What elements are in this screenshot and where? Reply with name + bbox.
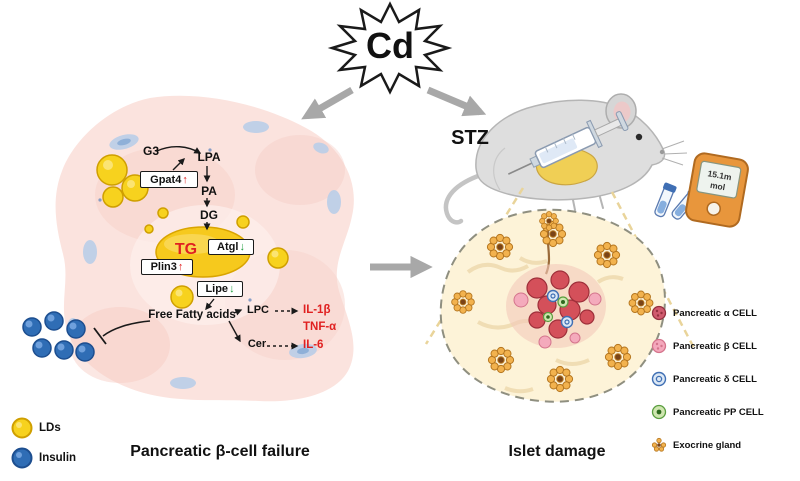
- legend-label: Pancreatic δ CELL: [673, 373, 757, 385]
- legend-item-alpha-cell: Pancreatic α CELL: [650, 304, 757, 322]
- legend-item-delta-cell: Pancreatic δ CELL: [650, 370, 757, 388]
- gray-arrows: [301, 86, 487, 279]
- lipe-box: Lipe↓: [197, 281, 243, 297]
- up-arrow-icon: ↑: [177, 261, 184, 273]
- g3-label: G3: [142, 144, 159, 158]
- up-arrow-icon: ↑: [182, 173, 188, 186]
- mouse-eye: [635, 133, 643, 141]
- cd-starburst: [327, 1, 453, 95]
- legend-label: Pancreatic α CELL: [673, 307, 757, 319]
- legend-label: Pancreatic PP CELL: [673, 406, 764, 418]
- lpc-label: LPC: [247, 304, 269, 316]
- delta-cell-icon: [651, 371, 667, 387]
- glucometer-reading-line1: 15.1m: [707, 168, 733, 182]
- dg-label: DG: [200, 208, 218, 222]
- lipid-droplet-icon: [11, 417, 33, 439]
- exocrine-gland-icon: [651, 437, 667, 452]
- stz-label: STZ: [451, 127, 489, 149]
- caption-beta-cell-failure: Pancreatic β-cell failure: [130, 443, 310, 460]
- islet-core-cells: [506, 264, 606, 349]
- gpat4-label: Gpat4: [150, 173, 182, 186]
- mouse-illustration: [443, 93, 688, 225]
- caption-islet-damage: Islet damage: [508, 443, 606, 460]
- insulin-granules: [22, 311, 95, 362]
- stz-syringe: [508, 111, 629, 175]
- legend-item-lds: LDs: [10, 416, 61, 440]
- insulin-icon: [11, 447, 33, 469]
- cd-label: Cd: [366, 25, 414, 66]
- mouse-tail: [443, 173, 481, 225]
- atgl-label: Atgl: [217, 241, 239, 253]
- gpat4-box: Gpat4↑: [140, 171, 198, 188]
- free-fatty-acids-label: Free Fatty acids: [148, 309, 236, 321]
- legend-item-exocrine-gland: Exocrine gland: [650, 436, 741, 454]
- il6-label: IL-6: [303, 339, 324, 351]
- legend-label: LDs: [39, 422, 61, 434]
- mouse-whiskers: [661, 140, 688, 166]
- legend-label: Exocrine gland: [673, 439, 742, 451]
- alpha-cell-icon: [651, 305, 667, 321]
- lpa-label: LPA: [197, 150, 221, 164]
- legend-item-pp-cell: Pancreatic PP CELL: [650, 403, 764, 421]
- islet-illustration: [439, 208, 666, 403]
- insulin-inhibition-line: [93, 320, 151, 345]
- pa-label: PA: [201, 184, 217, 198]
- glucometer-reading-line2: mol: [709, 180, 726, 192]
- plin3-box: Plin3↑: [141, 259, 193, 275]
- pp-cell-icon: [651, 404, 667, 420]
- glucometer: 15.1m mol: [685, 152, 749, 228]
- atgl-box: Atgl↓: [208, 239, 254, 255]
- legend-item-beta-cell: Pancreatic β CELL: [650, 337, 757, 355]
- down-arrow-icon: ↓: [229, 283, 235, 295]
- legend-label: Pancreatic β CELL: [673, 340, 757, 352]
- legend-item-insulin: Insulin: [10, 446, 76, 470]
- pathway-arrows: [156, 146, 299, 350]
- cer-label: Cer: [247, 338, 267, 350]
- beta-cell-icon: [651, 338, 667, 354]
- lipe-label: Lipe: [205, 283, 229, 295]
- plin3-label: Plin3: [150, 261, 177, 273]
- il1b-label: IL-1β: [303, 304, 331, 316]
- legend-label: Insulin: [39, 452, 77, 464]
- tg-label: TG: [174, 241, 198, 258]
- tnfa-label: TNF-α: [303, 321, 337, 333]
- down-arrow-icon: ↓: [239, 241, 245, 253]
- lipid-droplets: [96, 154, 289, 309]
